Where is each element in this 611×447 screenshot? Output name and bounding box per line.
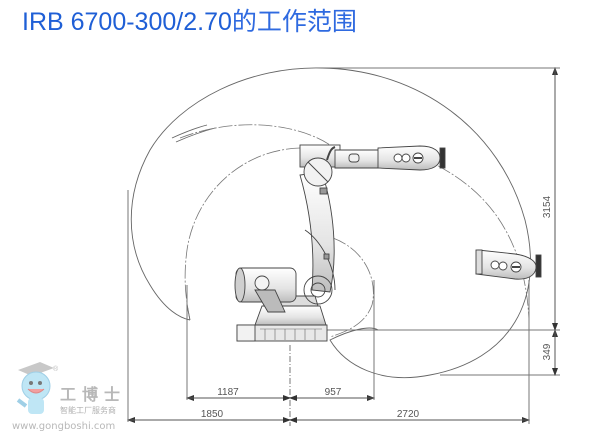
dimension-lines [127,67,558,423]
mascot-icon [16,362,54,414]
dim-label-3154: 3154 [542,195,553,218]
watermark-tagline: 智能工厂服务商 [60,406,116,415]
dim-label-1187: 1187 [217,387,239,398]
dim-label-349: 349 [542,343,553,360]
title-suffix: 的工作范围 [231,7,357,36]
inner-envelope [179,124,530,338]
dim-label-957: 957 [325,387,342,398]
title-model: IRB 6700-300/2.70 [22,8,232,36]
reference-lines [127,67,560,426]
page-title: IRB 6700-300/2.70的工作范围 [22,2,357,38]
robot-arm-illustration [234,144,542,342]
watermark-brand: 工博士 [60,385,127,404]
dim-label-1850: 1850 [201,409,224,420]
dim-label-2720: 2720 [397,409,420,420]
watermark-url: www.gongboshi.com [12,421,116,432]
registered-mark: ® [53,366,59,373]
